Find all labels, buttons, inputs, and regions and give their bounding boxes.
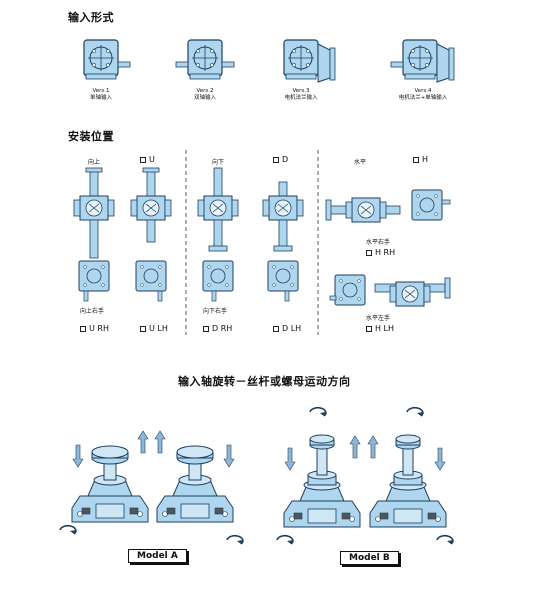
mount-horizontal-lh-option[interactable]: H LH bbox=[366, 324, 394, 333]
checkbox-icon bbox=[140, 325, 146, 332]
version-1-caption: Vers.1 单轴输入 bbox=[71, 88, 131, 102]
mount-down-lh-option[interactable]: D LH bbox=[273, 324, 301, 333]
mount-down-top-label: 向下 bbox=[212, 159, 225, 166]
mount-up-rh-top bbox=[78, 260, 110, 292]
mount-down-lh-top bbox=[267, 260, 299, 292]
mount-down-rh-top bbox=[202, 260, 234, 292]
jack-b-right bbox=[367, 406, 454, 545]
mount-down-lh-side bbox=[262, 181, 304, 252]
jack-b-left bbox=[276, 406, 361, 545]
version-3-drawing bbox=[283, 39, 336, 83]
version-4-drawing bbox=[390, 39, 455, 83]
checkbox-icon bbox=[203, 325, 209, 332]
version-1-desc: 单轴输入 bbox=[89, 95, 112, 101]
mount-up-lh-top bbox=[135, 260, 167, 292]
version-2-drawing bbox=[175, 39, 235, 80]
version-4-name: Vers.4 bbox=[414, 88, 432, 94]
mount-horizontal-rh-option[interactable]: H RH bbox=[366, 248, 395, 257]
mount-down-lh-code: D LH bbox=[282, 324, 302, 333]
mount-up-lh-code: U LH bbox=[149, 324, 168, 333]
mount-up-code: U bbox=[149, 155, 155, 164]
version-4-caption: Vers.4 电机法兰+单轴输入 bbox=[393, 88, 453, 102]
version-1-name: Vers.1 bbox=[92, 88, 110, 94]
mount-down-option[interactable]: D bbox=[273, 155, 288, 164]
rotation-section-title: 输入轴旋转－丝杆或螺母运动方向 bbox=[178, 375, 351, 388]
jack-a-right bbox=[154, 430, 244, 545]
jack-a-left bbox=[59, 430, 149, 535]
mount-horizontal-rh-code: H RH bbox=[375, 248, 396, 257]
mount-down-rh-code: D RH bbox=[212, 324, 233, 333]
checkbox-icon bbox=[413, 156, 419, 163]
checkbox-icon bbox=[273, 325, 279, 332]
mount-horizontal-sub-label: 水平右手 bbox=[366, 239, 391, 246]
mount-down-rh-side bbox=[197, 167, 239, 252]
version-3-name: Vers.3 bbox=[292, 88, 310, 94]
mount-up-sub-label: 向上右手 bbox=[80, 308, 105, 315]
version-3-caption: Vers.3 电机法兰输入 bbox=[271, 88, 331, 102]
checkbox-icon bbox=[80, 325, 86, 332]
checkbox-icon bbox=[366, 249, 372, 256]
mount-up-rh-side bbox=[73, 167, 115, 259]
mount-horizontal-lh-code: H LH bbox=[375, 324, 395, 333]
mount-horizontal-lh-side bbox=[374, 277, 451, 307]
mount-horizontal-rh-side bbox=[325, 197, 401, 223]
version-3-desc: 电机法兰输入 bbox=[284, 95, 318, 101]
version-1-drawing bbox=[83, 39, 131, 80]
version-4-desc: 电机法兰+单轴输入 bbox=[398, 95, 448, 101]
mount-down-rh-option[interactable]: D RH bbox=[203, 324, 232, 333]
checkbox-icon bbox=[273, 156, 279, 163]
checkbox-icon bbox=[140, 156, 146, 163]
mount-horizontal-rh-top bbox=[411, 189, 443, 221]
mount-up-top-label: 向上 bbox=[88, 159, 101, 166]
mount-horizontal-option[interactable]: H bbox=[413, 155, 428, 164]
mount-up-rh-code: U RH bbox=[89, 324, 109, 333]
mount-horizontal-lh-top bbox=[334, 274, 366, 306]
mount-section-title: 安装位置 bbox=[68, 130, 114, 143]
version-2-desc: 双轴输入 bbox=[193, 95, 216, 101]
mount-horizontal-code: H bbox=[422, 155, 429, 164]
mount-up-rh-option[interactable]: U RH bbox=[80, 324, 109, 333]
mount-horizontal-sub-label-2: 水平左手 bbox=[366, 315, 391, 322]
checkbox-icon bbox=[366, 325, 372, 332]
mount-down-code: D bbox=[282, 155, 289, 164]
model-a-label: Model A bbox=[128, 549, 187, 563]
mount-horizontal-top-label: 水平 bbox=[354, 159, 367, 166]
mount-up-option[interactable]: U bbox=[140, 155, 155, 164]
version-2-name: Vers.2 bbox=[196, 88, 214, 94]
model-b-label: Model B bbox=[340, 551, 399, 565]
mount-up-lh-side bbox=[130, 167, 172, 243]
version-2-caption: Vers.2 双轴输入 bbox=[175, 88, 235, 102]
mount-down-sub-label: 向下右手 bbox=[203, 308, 228, 315]
input-section-title: 输入形式 bbox=[68, 11, 114, 24]
mount-up-lh-option[interactable]: U LH bbox=[140, 324, 168, 333]
